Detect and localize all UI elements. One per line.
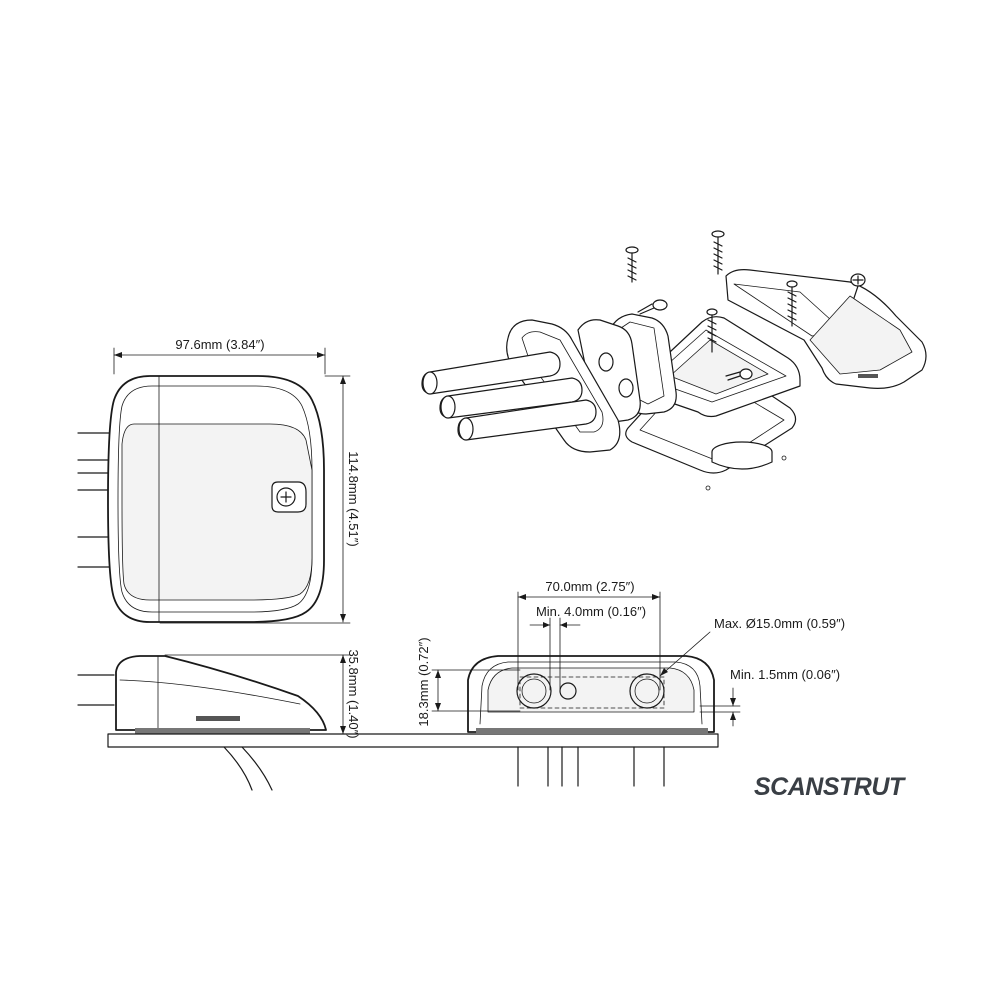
min-clearance-callout: Min. 1.5mm (0.06″) xyxy=(699,667,840,727)
side-height-label: 35.8mm (1.40″) xyxy=(346,649,361,738)
width-label: 97.6mm (3.84″) xyxy=(175,337,264,352)
front-view-cable-holes xyxy=(516,673,665,709)
height-label: 114.8mm (4.51″) xyxy=(346,451,361,546)
inner-height-label: 18.3mm (0.72″) xyxy=(416,637,431,726)
screw-icon-7 xyxy=(850,273,866,299)
side-height-dimension: 35.8mm (1.40″) xyxy=(164,649,361,739)
exploded-view xyxy=(421,230,927,491)
screw-icon-2 xyxy=(711,230,725,275)
top-view: 97.6mm (3.84″) 114.8mm (4.51″) xyxy=(77,337,361,624)
max-diameter-callout: Max. Ø15.0mm (0.59″) xyxy=(659,616,845,677)
max-diameter-label: Max. Ø15.0mm (0.59″) xyxy=(714,616,845,631)
exploded-cables xyxy=(421,351,597,441)
top-view-screw-icon xyxy=(271,481,307,513)
min-clearance-label: Min. 1.5mm (0.06″) xyxy=(730,667,840,682)
spacing-dimension: 70.0mm (2.75″) xyxy=(517,579,661,691)
height-dimension: 114.8mm (4.51″) xyxy=(159,375,361,624)
screw-icon-1 xyxy=(625,246,639,283)
min-gap-label: Min. 4.0mm (0.16″) xyxy=(536,604,646,619)
side-view: 35.8mm (1.40″) xyxy=(77,649,719,791)
front-view: 70.0mm (2.75″) Min. 4.0mm (0.16″) Max. Ø… xyxy=(416,579,845,787)
front-view-cables xyxy=(517,746,665,787)
min-gap-dimension: Min. 4.0mm (0.16″) xyxy=(529,604,646,691)
side-view-brand-plate xyxy=(196,716,240,721)
inner-height-dimension: 18.3mm (0.72″) xyxy=(416,637,521,727)
mounting-surface xyxy=(107,733,719,748)
brand-logo: SCANSTRUT xyxy=(754,773,907,801)
screw-icon-6 xyxy=(725,368,753,381)
screw-icon-3 xyxy=(786,280,798,327)
width-dimension: 97.6mm (3.84″) xyxy=(113,337,326,375)
screw-icon-4 xyxy=(706,308,718,353)
side-view-housing xyxy=(115,655,327,731)
spacing-label: 70.0mm (2.75″) xyxy=(545,579,634,594)
screw-icon-5 xyxy=(637,299,668,315)
